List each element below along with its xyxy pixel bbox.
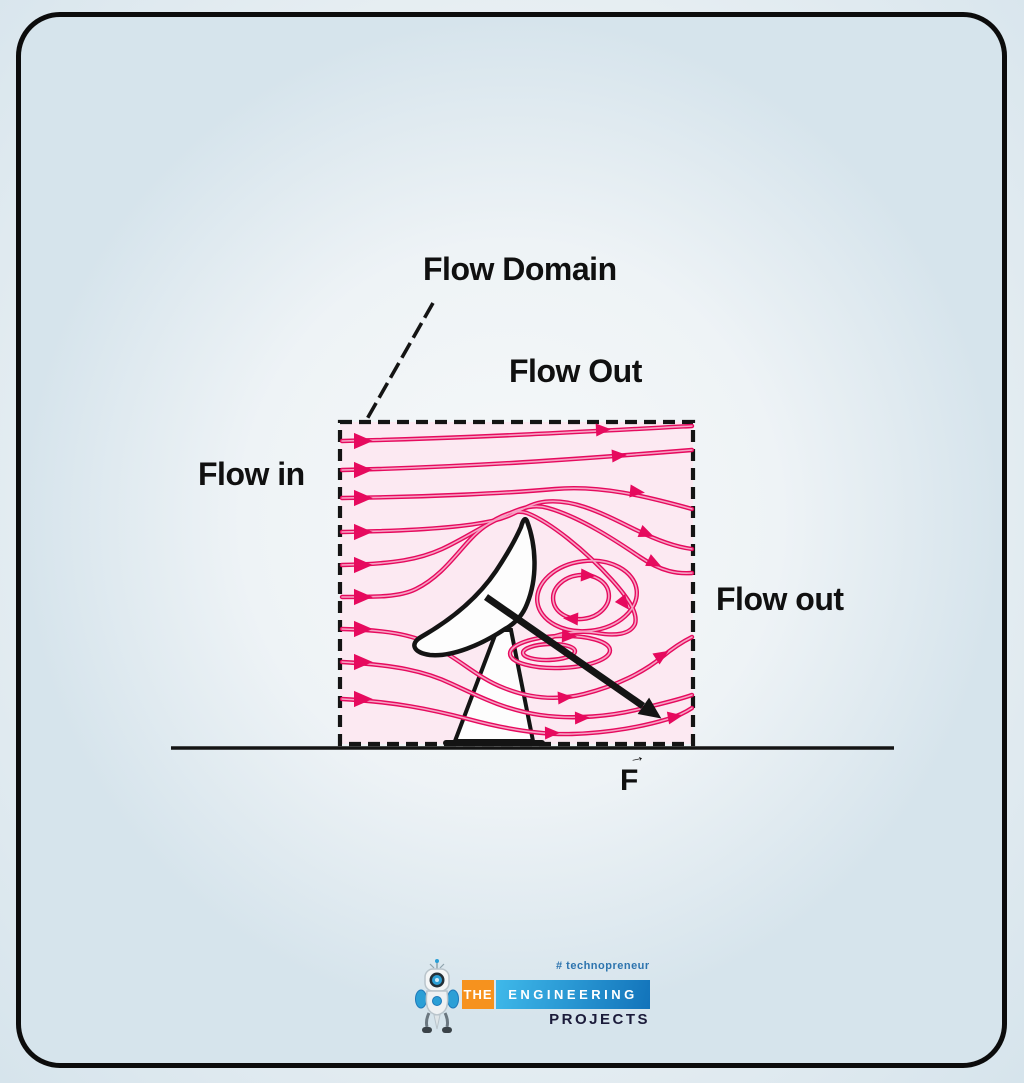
flow-in-label: Flow in — [198, 456, 305, 492]
streamlines — [339, 423, 695, 737]
force-letter: F — [620, 764, 639, 797]
vector-arrow-icon: → — [627, 747, 647, 768]
flow-domain-pointer-line — [365, 302, 435, 420]
logo-word-projects: PROJECTS — [549, 1011, 650, 1028]
force-arrow — [484, 594, 662, 719]
flow-out-right-label: Flow out — [716, 581, 844, 617]
streamline-arrowheads — [354, 423, 683, 740]
dish-antenna — [412, 517, 537, 658]
logo-word-the: THE — [462, 980, 494, 1009]
brand-logo: # technopreneur THE ENGINEERING PROJECTS — [410, 952, 670, 1044]
force-vector-label: F → — [620, 748, 646, 798]
logo-robot-icon — [415, 959, 459, 1033]
logo-tagline: # technopreneur — [556, 960, 650, 972]
logo-word-engineering: ENGINEERING — [496, 980, 650, 1009]
flow-domain-label: Flow Domain — [423, 251, 617, 287]
flow-out-top-label: Flow Out — [509, 353, 642, 389]
